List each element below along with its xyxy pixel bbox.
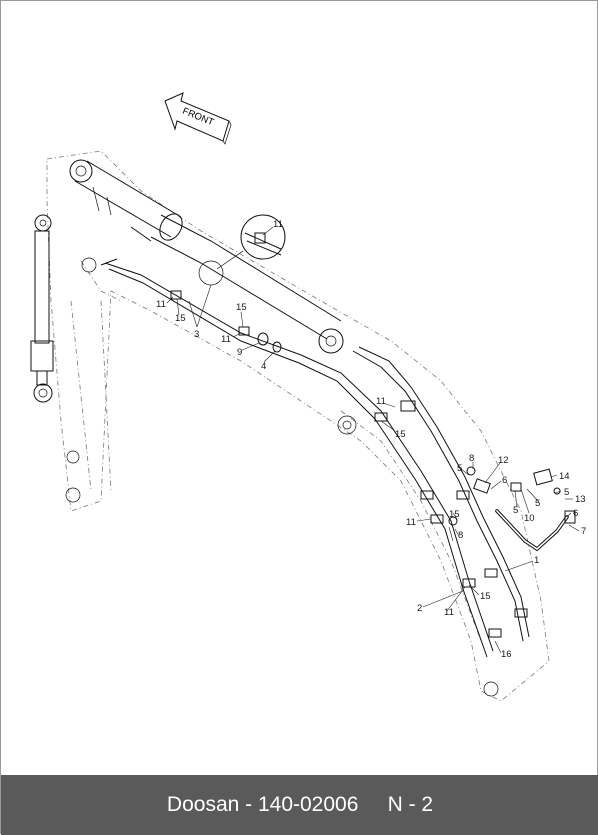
leader-lines xyxy=(166,226,580,654)
arm-cylinder xyxy=(30,214,54,403)
callout-6: 6 xyxy=(573,508,578,519)
callout-11: 11 xyxy=(156,299,166,310)
callout-11: 11 xyxy=(221,334,231,345)
callout-14: 14 xyxy=(559,471,570,482)
callout-5: 5 xyxy=(457,463,462,474)
callout-10: 10 xyxy=(524,513,535,524)
callout-15: 15 xyxy=(395,429,406,440)
callout-11: 11 xyxy=(273,219,283,230)
footer-bar: Doosan - 140-02006 N - 2 xyxy=(1,775,598,835)
boom-outline xyxy=(46,150,550,702)
callout-12: 12 xyxy=(498,455,509,466)
callout-15: 15 xyxy=(175,313,186,324)
callout-8: 8 xyxy=(469,453,474,464)
callout-15: 15 xyxy=(480,591,491,602)
callout-1: 1 xyxy=(534,555,539,566)
callout-6: 6 xyxy=(502,475,507,486)
callout-3: 3 xyxy=(194,329,199,340)
boom-pipes xyxy=(100,226,530,658)
callout-11: 11 xyxy=(406,517,416,528)
callout-16: 16 xyxy=(501,649,512,660)
callout-5: 5 xyxy=(564,487,569,498)
clamps xyxy=(170,290,561,638)
callout-11: 11 xyxy=(376,396,386,407)
hose-assembly xyxy=(473,468,576,552)
callout-11: 11 xyxy=(444,607,454,618)
callout-5: 5 xyxy=(535,498,540,509)
parts-diagram: FRONT xyxy=(30,92,586,702)
callout-15: 15 xyxy=(236,302,247,313)
callout-8: 8 xyxy=(458,530,463,541)
callout-2: 2 xyxy=(417,603,422,614)
callout-5: 5 xyxy=(513,505,518,516)
callout-labels: 11 11 15 3 15 11 9 4 11 15 8 12 5 6 14 5… xyxy=(156,219,586,660)
boom-cylinder xyxy=(69,159,344,354)
callout-7: 7 xyxy=(581,526,586,537)
front-arrow-icon: FRONT xyxy=(164,92,232,145)
footer-caption: Doosan - 140-02006 N - 2 xyxy=(166,793,434,816)
detail-callout xyxy=(198,214,286,286)
callout-4: 4 xyxy=(261,361,266,372)
callout-13: 13 xyxy=(575,494,586,505)
callout-15: 15 xyxy=(449,509,460,520)
callout-9: 9 xyxy=(237,347,242,358)
